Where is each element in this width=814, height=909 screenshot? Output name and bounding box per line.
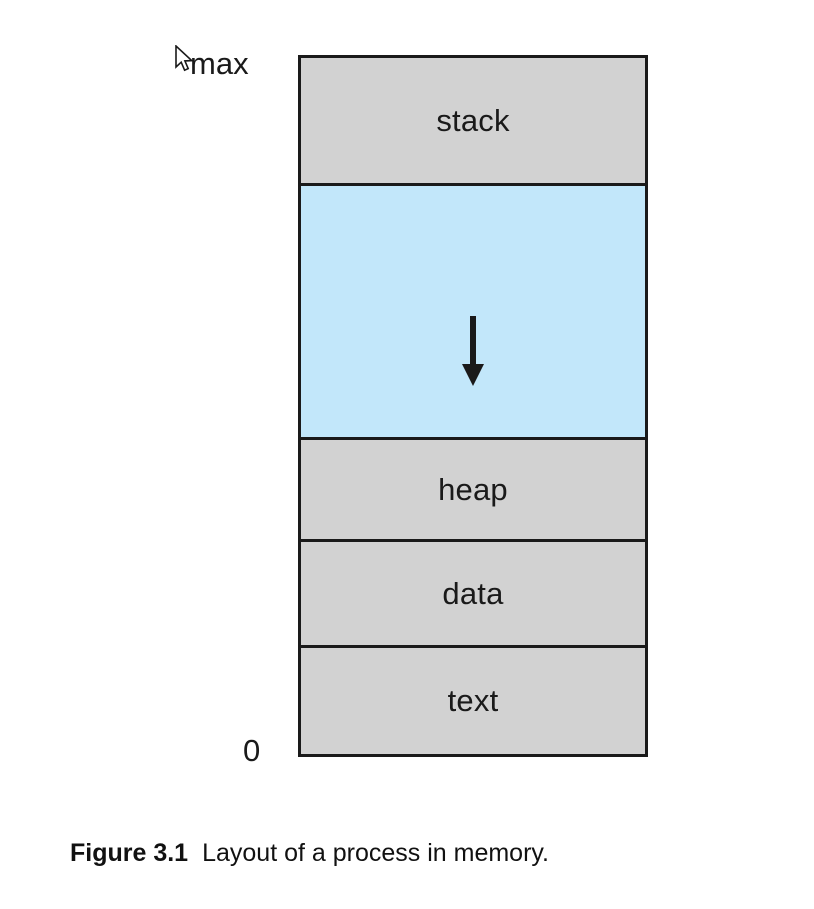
memory-segment-stack: stack bbox=[301, 58, 645, 186]
memory-segment-heap-label: heap bbox=[438, 471, 508, 507]
figure-caption: Figure 3.1 Layout of a process in memory. bbox=[70, 838, 549, 868]
memory-segment-stack-label: stack bbox=[436, 102, 510, 138]
arrow-shaft bbox=[470, 316, 476, 368]
figure-caption-number: Figure 3.1 bbox=[70, 839, 189, 867]
figure-caption-text: Layout of a process in memory. bbox=[202, 839, 550, 867]
arrow-head bbox=[462, 364, 484, 386]
stack-growth-down-arrow-icon bbox=[458, 316, 488, 386]
memory-segment-text-label: text bbox=[447, 683, 499, 718]
memory-segment-text: text bbox=[301, 648, 645, 754]
address-max-label: max bbox=[190, 46, 249, 81]
memory-segment-data-label: data bbox=[442, 575, 504, 611]
address-zero-label: 0 bbox=[243, 733, 261, 768]
memory-segment-free-space bbox=[301, 186, 645, 571]
memory-segment-data: data bbox=[301, 542, 645, 648]
memory-layout-box: stack heap data text bbox=[298, 55, 648, 757]
memory-segment-heap: heap bbox=[301, 440, 645, 542]
